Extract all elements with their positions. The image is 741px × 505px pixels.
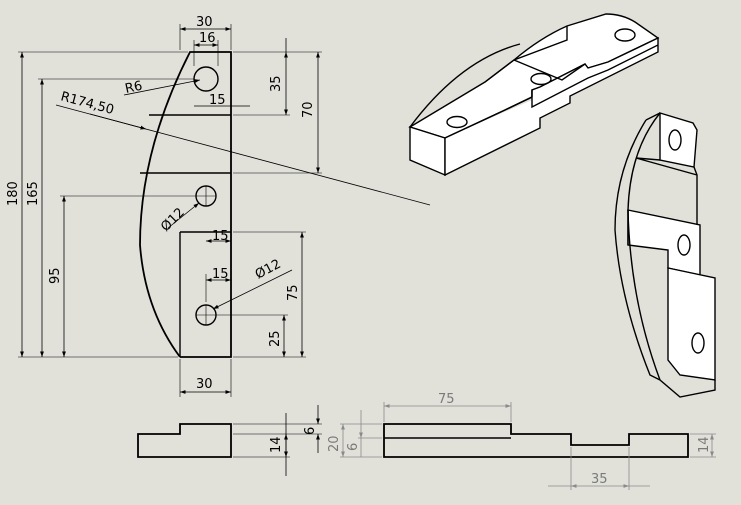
d12-lower-label: Ø12 [253, 257, 284, 283]
dim-15-low-label: 15 [212, 267, 229, 282]
dim-16-label: 16 [199, 31, 216, 46]
dim-15-slot-label: 15 [209, 93, 226, 108]
top-view: 6 14 [137, 405, 322, 476]
isometric-view-2 [614, 112, 716, 398]
slot-hole [193, 66, 219, 92]
dim-180-label: 180 [6, 181, 21, 206]
iso2-arc-edge [627, 112, 716, 398]
d12-lower-leader [212, 269, 293, 310]
iso2-tab-face [659, 112, 698, 168]
side-view-outline [383, 423, 689, 458]
iso1-hole-2 [530, 72, 552, 86]
iso1-side-face [444, 36, 659, 177]
r6-leader [123, 79, 201, 96]
iso2-step-edges [635, 112, 698, 225]
dim-25-label: 25 [268, 330, 283, 347]
top-view-outline [137, 423, 232, 458]
iso1-arc-edge [409, 43, 521, 128]
dim-70-label: 70 [301, 101, 316, 118]
iso2-low-face [667, 267, 716, 381]
iso2-hole-1 [668, 129, 682, 151]
iso1-hole-1 [446, 115, 468, 129]
r174-arrow [89, 113, 147, 130]
d12-upper-leader [167, 202, 200, 229]
front-view: 30 16 R6 15 35 70 R174,50 180 165 [6, 15, 431, 397]
dim-95-label: 95 [48, 267, 63, 284]
dim-30-bottom-label: 30 [196, 377, 213, 392]
iso1-step-edge-2 [513, 59, 586, 81]
side-dim-75-label: 75 [438, 392, 455, 407]
d12-upper-label: Ø12 [158, 205, 188, 235]
side-dim-14-label: 14 [697, 436, 712, 453]
r6-label: R6 [124, 79, 144, 97]
side-dim-6-label: 6 [346, 443, 361, 451]
iso1-step-edge [484, 26, 568, 83]
dim-15-mid-label: 15 [212, 229, 229, 244]
dim-30-top-label: 30 [196, 15, 213, 30]
side-view: 75 20 6 14 35 [327, 392, 716, 490]
side-dim-20-label: 20 [327, 435, 342, 452]
top-dim-14-label: 14 [269, 436, 284, 453]
isometric-view-1 [408, 13, 660, 177]
iso2-arc-edge-inner [614, 119, 661, 381]
top-dim-6-label: 6 [303, 427, 318, 435]
front-view-outline [139, 51, 232, 358]
iso1-hole-3 [614, 28, 636, 42]
side-dim-35-label: 35 [591, 472, 608, 487]
dim-75-label: 75 [286, 284, 301, 301]
iso2-hole-3 [691, 332, 705, 354]
dim-35-label: 35 [269, 75, 284, 92]
dim-165-label: 165 [26, 181, 41, 206]
iso2-hole-2 [677, 234, 691, 256]
